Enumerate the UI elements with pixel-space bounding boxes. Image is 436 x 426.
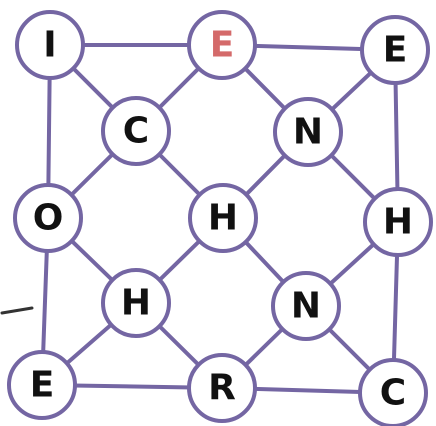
letter-node-e[interactable]: E [360,15,430,85]
letter-node-h-center[interactable]: H [188,183,258,253]
board-nodes: I E E C N O H H [7,10,433,426]
node-letter: H [208,198,238,239]
node-letter: E [210,25,235,66]
letter-node-r[interactable]: R [187,353,257,423]
node-letter: H [121,283,151,324]
node-letter: N [291,286,321,327]
letter-node-h-lower[interactable]: H [101,268,171,338]
letter-node-n[interactable]: N [273,97,343,167]
node-letter: N [293,112,323,153]
letter-node-n-lower[interactable]: N [271,271,341,341]
letter-node-c[interactable]: C [101,96,171,166]
node-letter: C [380,373,406,414]
node-letter: I [43,25,56,66]
letter-node-e-bottom[interactable]: E [7,350,77,420]
letter-node-h-right[interactable]: H [363,187,433,257]
pointer-mark [0,306,34,315]
node-letter: E [30,365,55,406]
node-letter: C [123,111,149,152]
letter-node-i[interactable]: I [15,10,85,80]
node-letter: E [383,30,408,71]
letter-node-c-bottom[interactable]: C [358,358,428,426]
letter-node-e-highlighted[interactable]: E [187,10,257,80]
node-letter: H [383,202,413,243]
node-letter: R [208,368,236,409]
node-letter: O [33,198,64,239]
letter-node-o[interactable]: O [13,183,83,253]
